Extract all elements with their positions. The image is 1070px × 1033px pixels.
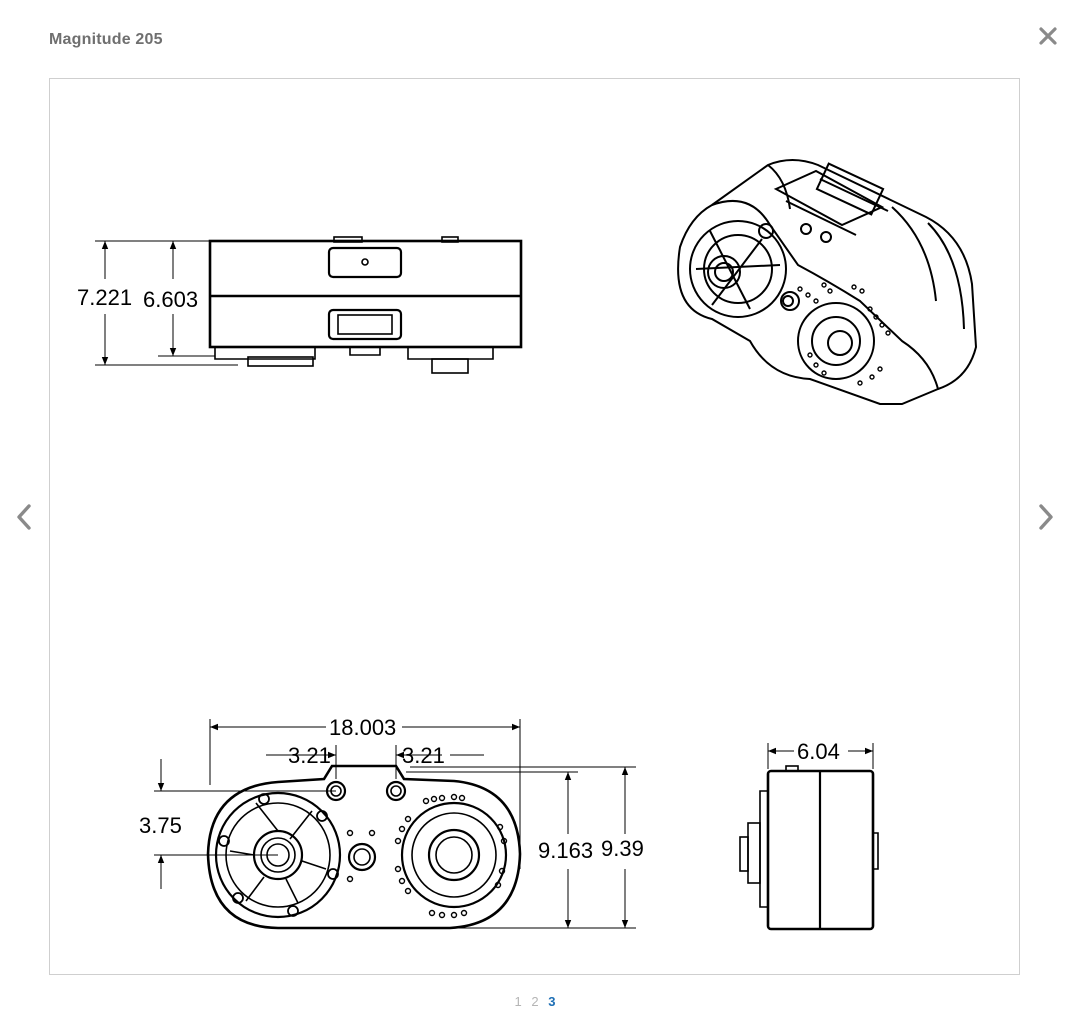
end-view: 6.04 — [739, 739, 879, 931]
technical-drawing: 7.221 6.603 — [77, 159, 978, 931]
technical-drawing-frame: 7.221 6.603 — [49, 78, 1020, 975]
isometric-view — [677, 159, 978, 405]
page-link-1[interactable]: 1 — [514, 994, 522, 1009]
chevron-left-icon — [17, 504, 31, 530]
dim-width: 18.003 — [329, 715, 396, 740]
dim-outer-height: 7.221 — [77, 285, 132, 310]
dim-total-height: 9.39 — [601, 836, 644, 861]
page-link-2[interactable]: 2 — [531, 994, 539, 1009]
close-icon — [1039, 27, 1057, 45]
next-button[interactable] — [1034, 502, 1058, 532]
dim-left-offset: 3.21 — [288, 743, 331, 768]
dim-body-height: 9.163 — [538, 838, 593, 863]
pagination: 1 2 3 — [0, 994, 1070, 1009]
dim-right-offset: 3.21 — [402, 743, 445, 768]
front-view: 18.003 3.21 3.21 3.75 9.163 9.39 — [139, 715, 644, 930]
modal-title: Magnitude 205 — [49, 31, 163, 48]
side-view: 7.221 6.603 — [77, 236, 523, 374]
page-link-3[interactable]: 3 — [548, 994, 556, 1009]
close-button[interactable] — [1036, 24, 1060, 48]
previous-button[interactable] — [12, 502, 36, 532]
dim-shaft-height: 3.75 — [139, 813, 182, 838]
dim-depth: 6.04 — [797, 739, 840, 764]
dim-inner-height: 6.603 — [143, 287, 198, 312]
chevron-right-icon — [1039, 504, 1053, 530]
